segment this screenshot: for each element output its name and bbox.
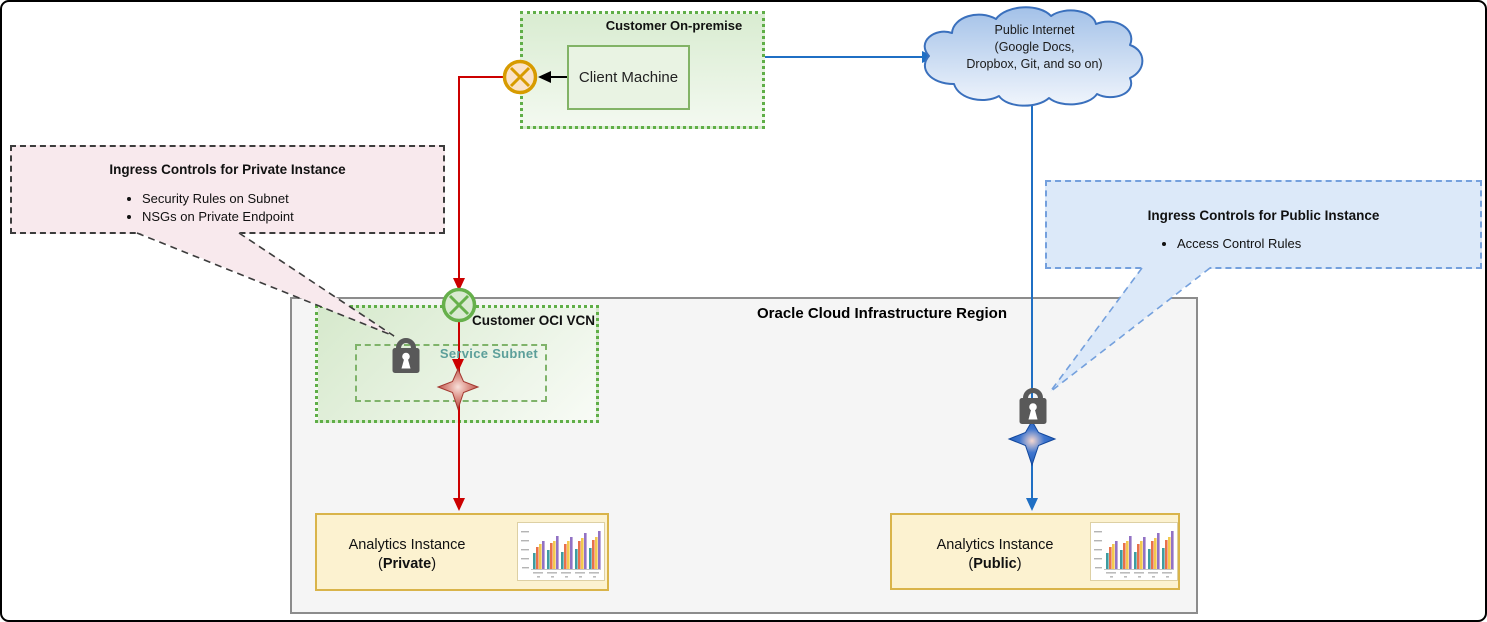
client-machine-label: Client Machine [578,69,679,86]
paren-open: ( [968,556,974,572]
public-ingress-callout: Ingress Controls for Public Instance Acc… [1045,180,1482,269]
analytics-instance-private: Analytics Instance (Private) [315,513,609,591]
bar-chart-icon [1090,522,1178,581]
list-item: Security Rules on Subnet [142,191,294,206]
paren-open: ( [377,556,383,572]
list-item: NSGs on Private Endpoint [142,209,294,224]
service-subnet-title: Service Subnet [439,346,539,361]
private-ingress-list: Security Rules on Subnet NSGs on Private… [124,191,294,227]
cloud-label-line2: (Google Docs, [994,40,1075,54]
public-ingress-list: Access Control Rules [1159,236,1301,254]
analytics-private-label: Analytics Instance (Private) [322,536,492,574]
client-machine-node: Client Machine [567,45,690,110]
list-item: Access Control Rules [1177,236,1301,251]
private-ingress-title: Ingress Controls for Private Instance [109,162,346,177]
analytics-instance-public: Analytics Instance (Public) [890,513,1180,590]
paren-close: ) [1016,556,1022,572]
private-ingress-callout: Ingress Controls for Private Instance Se… [10,145,445,234]
analytics-public-name: Public [973,556,1017,572]
cloud-label-line1: Public Internet [994,23,1075,37]
public-ingress-title: Ingress Controls for Public Instance [1147,208,1380,223]
analytics-public-label: Analytics Instance (Public) [910,536,1080,574]
blue-arrowhead-right [922,51,935,63]
region-title: Oracle Cloud Infrastructure Region [756,305,1008,322]
paren-close: ) [431,556,437,572]
vcn-title: Customer OCI VCN [472,313,596,328]
analytics-public-line1: Analytics Instance [936,537,1054,553]
analytics-private-line1: Analytics Instance [348,537,466,553]
analytics-private-name: Private [382,556,432,572]
cloud-label-line3: Dropbox, Git, and so on) [966,57,1103,71]
bar-chart-icon [517,522,605,581]
public-internet-label: Public Internet (Google Docs, Dropbox, G… [937,22,1132,73]
onpremise-title: Customer On-premise [605,18,743,33]
